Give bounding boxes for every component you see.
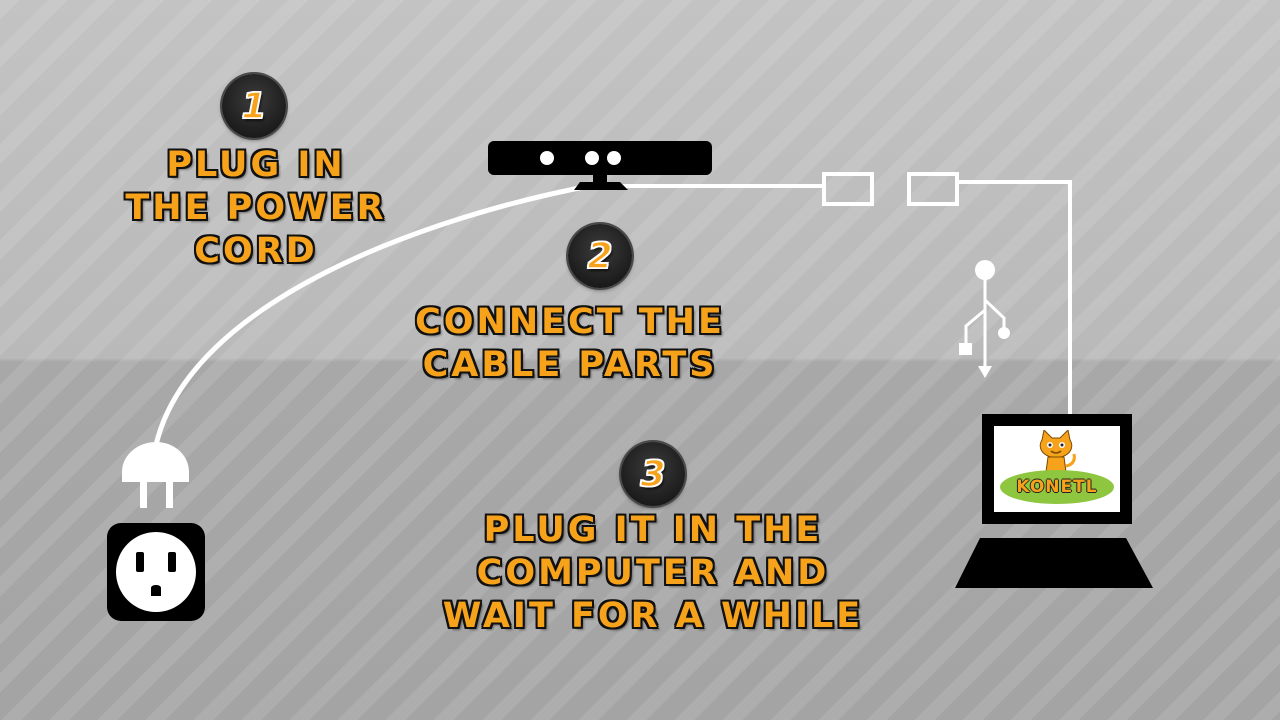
step-1-badge: 1 (222, 74, 286, 138)
step-1-text: PLUG IN THE POWER CORD (104, 144, 408, 273)
cat-mascot-icon (1039, 430, 1076, 473)
step-2-line: CABLE PARTS (422, 345, 718, 385)
step-1-line: THE POWER (125, 188, 387, 228)
laptop-cable (957, 180, 1072, 414)
step-3-number: 3 (640, 453, 667, 496)
step-1-number: 1 (241, 85, 268, 128)
step-3-badge: 3 (621, 442, 685, 506)
logo-oval: KONETL (1000, 470, 1114, 504)
step-3-line: PLUG IT IN THE (483, 510, 823, 550)
power-cable (153, 181, 601, 446)
step-3-text: PLUG IT IN THE COMPUTER AND WAIT FOR A W… (390, 509, 916, 638)
step-2-badge: 2 (568, 224, 632, 288)
step-3-line: WAIT FOR A WHILE (442, 596, 864, 636)
konetl-logo: KONETL (994, 426, 1120, 512)
step-2-text: CONNECT THE CABLE PARTS (370, 301, 770, 387)
usb-connector-left (822, 172, 874, 206)
step-2-line: CONNECT THE (415, 302, 725, 342)
logo-text: KONETL (1016, 477, 1098, 497)
wall-outlet-icon (107, 523, 205, 621)
kinect-sensor-icon (488, 141, 712, 190)
step-1-line: PLUG IN (166, 145, 346, 185)
usb-symbol-icon (959, 260, 1010, 378)
usb-connector-right (907, 172, 959, 206)
power-plug-icon (122, 442, 189, 508)
step-3-line: COMPUTER AND (476, 553, 830, 593)
step-2-number: 2 (587, 235, 614, 278)
step-1-line: CORD (194, 231, 318, 271)
